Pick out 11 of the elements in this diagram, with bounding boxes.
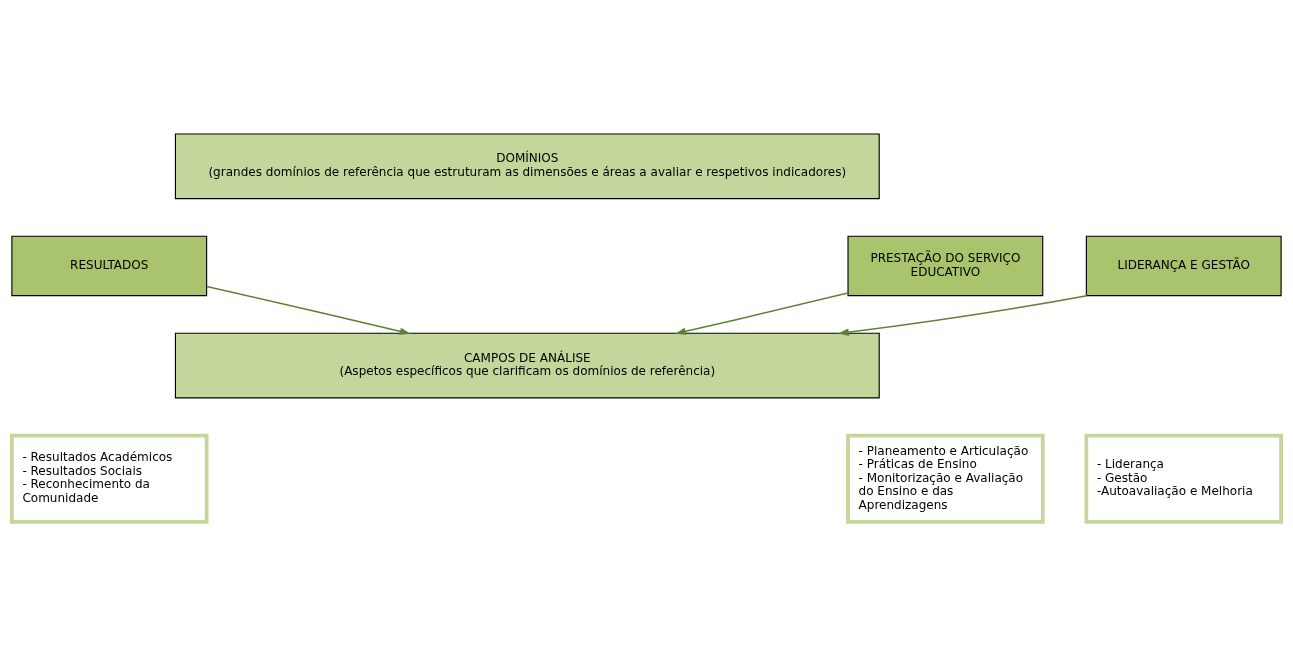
node-box: RESULTADOS	[11, 235, 208, 297]
node-box: PRESTAÇÃO DO SERVIÇO EDUCATIVO	[847, 235, 1044, 297]
node-box: - Liderança - Gestão -Autoavaliação e Melhoria	[1084, 433, 1283, 524]
node-box: DOMÍNIOS (grandes domínios de referência que estruturam as dimensões e áreas a avaliar e respetivos indicadores)	[174, 133, 880, 200]
arrow	[206, 285, 411, 335]
node-box: - Resultados Académicos - Resultados Sociais - Reconhecimento da Comunidade	[10, 433, 209, 524]
node-box: CAMPOS DE ANÁLISE (Aspetos específicos que clarificam os domínios de referência)	[174, 332, 880, 399]
node-box: LIDERANÇA E GESTÃO	[1085, 235, 1282, 297]
node-box: - Planeamento e Articulação - Práticas de Ensino - Monitorização e Avaliação do Ensino e das Aprendizagens	[846, 433, 1045, 524]
arrow	[838, 294, 1088, 336]
arrow	[675, 292, 849, 335]
